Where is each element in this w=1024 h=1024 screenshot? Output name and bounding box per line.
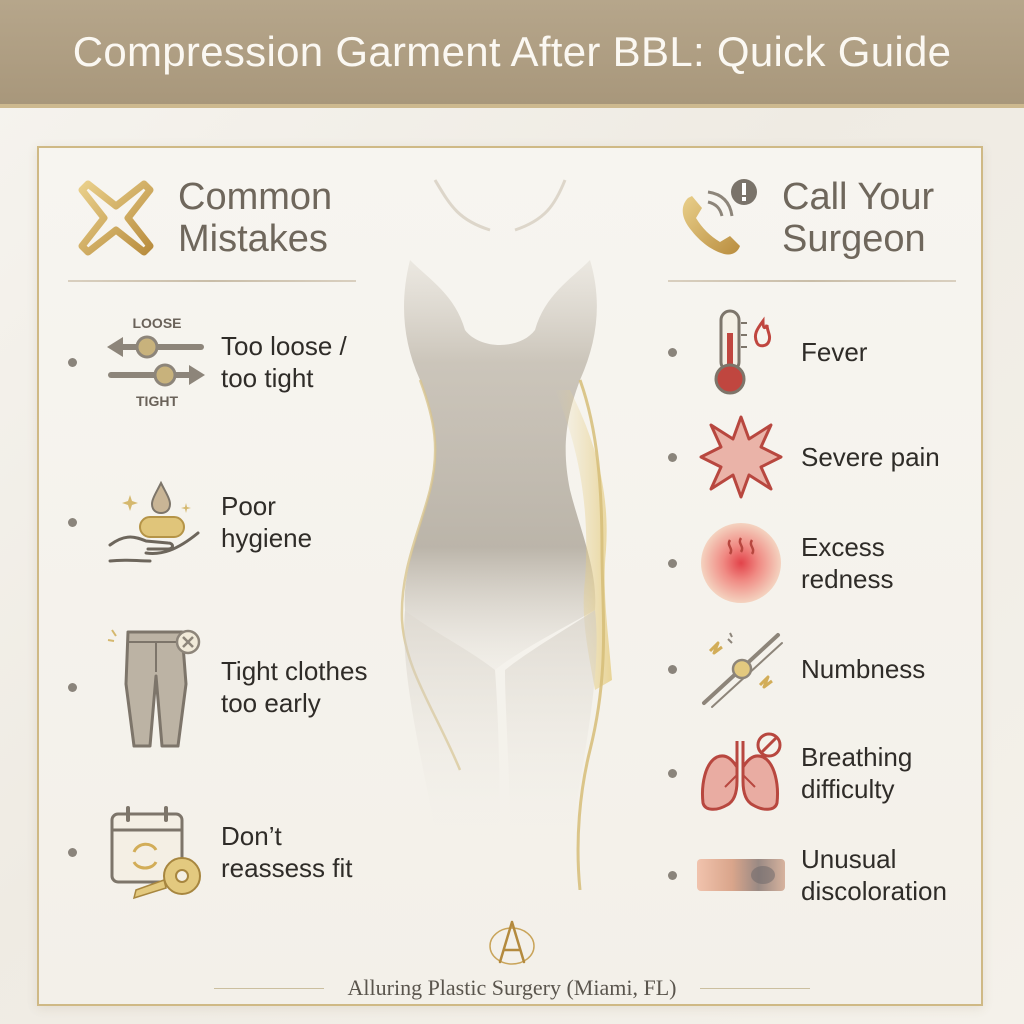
loose-tight-slider-icon: LOOSE TIGHT: [107, 315, 205, 409]
mistake-item-loose-tight: LOOSE TIGHT Too loose / too tight: [68, 312, 347, 412]
symptom-item-severe-pain: Severe pain: [668, 412, 940, 502]
footer-rule-left: [214, 988, 324, 989]
calendar-tape-measure-icon: [110, 806, 201, 900]
common-mistakes-title: Common Mistakes: [178, 176, 333, 260]
mistake-label: Tight clothes too early: [221, 656, 368, 718]
call-surgeon-header: Call Your Surgeon: [674, 176, 934, 260]
skin-swatch-icon: [697, 859, 785, 891]
a-monogram-logo: [489, 920, 535, 965]
redness-icon: [701, 523, 781, 603]
bullet: [668, 558, 677, 568]
common-mistakes-header: Common Mistakes: [78, 176, 332, 260]
bullet: [68, 682, 77, 692]
nerve-icon: [702, 632, 783, 708]
bullet: [668, 870, 677, 880]
mistake-item-tight-clothes: Tight clothes too early: [68, 622, 367, 752]
bullet: [668, 452, 677, 462]
symptom-label: Breathing difficulty: [801, 742, 913, 804]
soap-hand-icon: [108, 480, 200, 563]
jeans-icon: [107, 629, 201, 748]
symptom-item-redness: Excess redness: [668, 518, 894, 608]
bullet: [68, 517, 77, 527]
phone-alert-icon: [682, 179, 757, 255]
mistake-label: Too loose / too tight: [221, 331, 347, 393]
body-silhouette-illustration: [400, 179, 612, 890]
footer-rule-right: [700, 988, 810, 989]
symptom-item-numbness: Numbness: [668, 624, 925, 714]
bullet: [668, 664, 677, 674]
footer-brand-text: Alluring Plastic Surgery (Miami, FL): [347, 975, 677, 1000]
symptom-label: Fever: [801, 337, 868, 367]
symptom-label: Numbness: [801, 654, 926, 684]
left-divider: [68, 280, 356, 282]
symptom-item-breathing: Breathing difficulty: [668, 728, 912, 818]
symptom-label: Unusual discoloration: [801, 844, 947, 906]
thermometer-icon: [714, 309, 772, 395]
lungs-icon: [701, 732, 782, 811]
bullet: [68, 847, 77, 857]
bullet: [668, 347, 677, 357]
pain-burst-icon: [699, 415, 783, 499]
symptom-label: Severe pain: [801, 442, 940, 472]
tight-label: TIGHT: [136, 393, 178, 409]
symptom-item-fever: Fever: [668, 304, 867, 400]
bullet: [68, 357, 77, 367]
right-divider: [668, 280, 956, 282]
x-mark-icon: [78, 180, 154, 256]
symptom-item-discoloration: Unusual discoloration: [668, 840, 947, 910]
loose-label: LOOSE: [132, 315, 181, 331]
mistake-label: Don’t reassess fit: [221, 821, 353, 883]
mistake-label: Poor hygiene: [221, 491, 313, 553]
title-banner: Compression Garment After BBL: Quick Gui…: [0, 0, 1024, 108]
call-surgeon-title: Call Your Surgeon: [782, 176, 935, 260]
page-title: Compression Garment After BBL: Quick Gui…: [72, 28, 952, 75]
bullet: [668, 768, 677, 778]
symptom-label: Excess redness: [801, 532, 894, 594]
mistake-item-hygiene: Poor hygiene: [68, 472, 312, 572]
mistake-item-reassess-fit: Don’t reassess fit: [68, 802, 353, 902]
